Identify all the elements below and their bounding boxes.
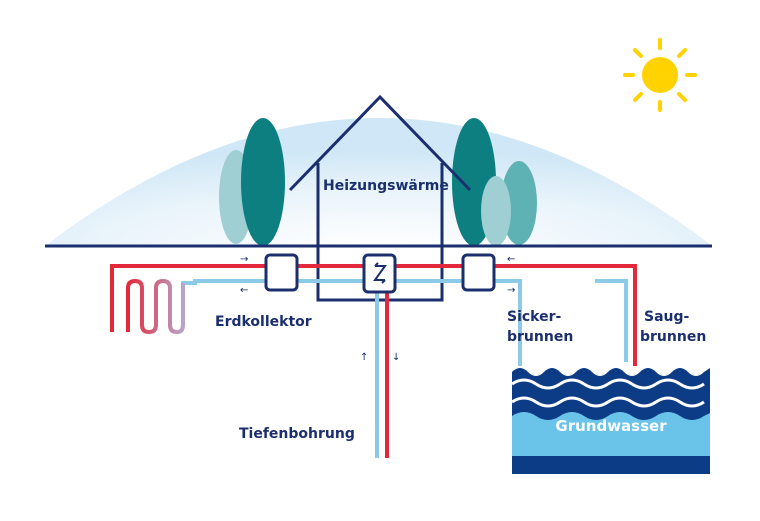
sky-dome [45,118,712,246]
label-borehole: Tiefenbohrung [239,426,355,442]
label-seepage-well-2: brunnen [507,329,573,345]
label-suction-well-1: Saug- [644,309,690,325]
trees-right [452,118,537,246]
well-connector [461,253,496,292]
collector-connector [264,253,299,292]
sun-icon [623,38,697,112]
trees-left [219,118,285,246]
arrow-collector-out: ← [240,285,248,296]
label-groundwater: Grundwasser [555,417,667,435]
label-collector: Erdkollektor [215,314,312,330]
house [288,94,472,246]
label-seepage-well-1: Sicker- [507,309,562,325]
arrow-well-in: ← [507,254,515,265]
arrow-collector-in: → [240,254,248,265]
label-suction-well-2: brunnen [640,329,706,345]
heat-exchanger-icon [362,253,397,294]
label-heating: Heizungswärme [323,178,449,194]
arrow-borehole-up: ↑ [360,352,368,363]
basement [316,246,444,302]
arrow-borehole-down: ↓ [392,352,400,363]
collector-coil [126,279,185,334]
arrow-well-out: → [507,285,515,296]
groundwater-block [511,366,710,474]
